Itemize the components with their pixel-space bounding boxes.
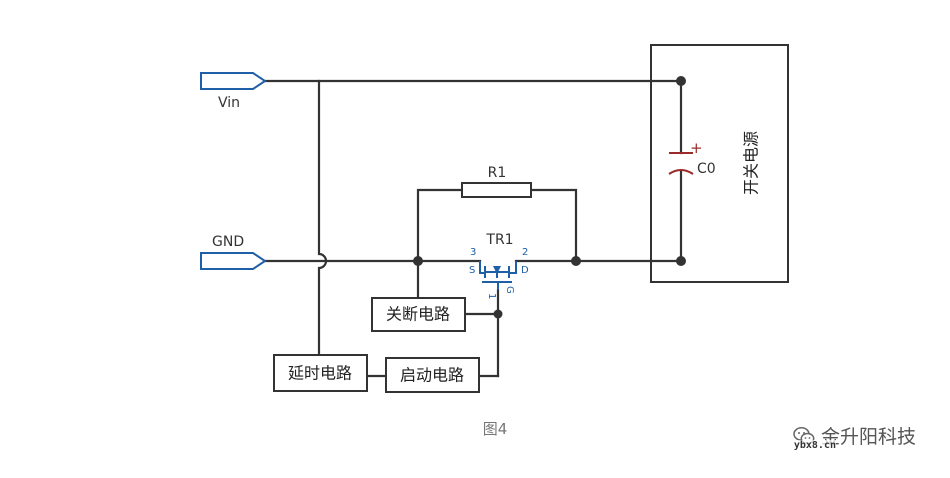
tr1-pin-gate: G (504, 286, 515, 294)
junction-dot (493, 309, 503, 319)
junction-dot (676, 256, 686, 266)
tr1-pin-source-number: 3 (470, 247, 476, 258)
delay-circuit-box (273, 354, 368, 392)
watermark-brand: 金升阳科技 (820, 426, 916, 448)
mosfet-tr1 (479, 261, 517, 290)
switching-power-supply-label: 开关电源 (742, 131, 761, 195)
junction-dot (676, 76, 686, 86)
tr1-label: TR1 (485, 232, 513, 248)
junction-dot (413, 256, 423, 266)
tr1-pin-drain: D (521, 265, 529, 276)
r1-label: R1 (488, 165, 507, 181)
vin-port (200, 72, 267, 90)
capacitor-plate-bottom (668, 169, 694, 175)
vin-label: Vin (218, 95, 240, 111)
vin-to-delay-wire (317, 79, 328, 357)
resistor-r1 (461, 182, 532, 198)
tr1-pin-gate-number: 1 (486, 293, 497, 299)
c0-polarity: + (690, 139, 703, 157)
startup-circuit-label: 启动电路 (400, 366, 464, 385)
shutdown-circuit-box (371, 297, 466, 332)
gnd-port (200, 252, 267, 270)
r1-right-wire (529, 188, 578, 263)
r1-left-wire (416, 188, 464, 263)
watermark-site: ybx8.cn (793, 440, 836, 451)
tr1-pin-source: S (469, 265, 475, 276)
startup-circuit-box (385, 357, 480, 393)
gnd-label: GND (212, 234, 244, 250)
tr1-pin-drain-number: 2 (522, 247, 528, 258)
figure-caption: 图4 (483, 420, 508, 438)
shutdown-circuit-label: 关断电路 (386, 305, 450, 324)
junction-dot (571, 256, 581, 266)
switching-power-supply-box (650, 44, 789, 283)
delay-circuit-label: 延时电路 (288, 364, 352, 383)
c0-label: C0 (697, 161, 716, 177)
